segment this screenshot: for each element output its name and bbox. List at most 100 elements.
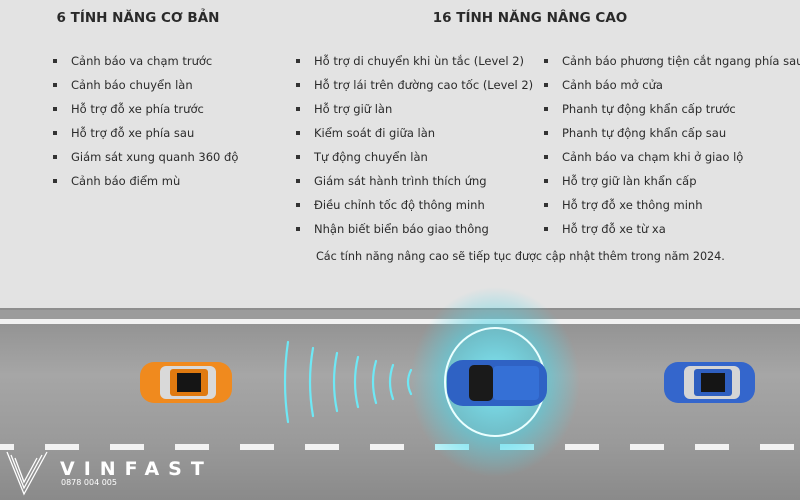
list-item: Giám sát hành trình thích ứng [296,173,533,197]
list-item: Cảnh báo mở cửa [544,77,800,101]
radar-wave [332,351,339,413]
orange-car [140,362,232,403]
list-item: Cảnh báo chuyển làn [53,77,238,101]
list-item: Cảnh báo điểm mù [53,173,238,197]
list-item-label: Giám sát xung quanh 360 độ [71,150,239,164]
lane-dash [240,444,274,450]
bullet-icon [296,107,300,111]
list-item-label: Hỗ trợ đỗ xe phía trước [71,102,204,116]
list-item-label: Phanh tự động khẩn cấp trước [562,102,736,116]
list-item-label: Hỗ trợ giữ làn khẩn cấp [562,174,697,188]
bullet-icon [53,107,57,111]
lane-dash [305,444,339,450]
list-item-label: Cảnh báo mở cửa [562,78,663,92]
lane-dash [45,444,79,450]
advanced-features-note: Các tính năng nâng cao sẽ tiếp tục được … [316,250,725,263]
list-item-label: Tự động chuyển làn [314,150,428,164]
lane-dash [695,444,729,450]
bullet-icon [296,131,300,135]
phone-number: 0878 004 005 [61,478,117,487]
bullet-icon [296,203,300,207]
list-item: Hỗ trợ đỗ xe phía sau [53,125,238,149]
advanced-features-title: 16 TÍNH NĂNG NÂNG CAO [432,10,628,26]
radar-wave [283,340,290,424]
advanced-features-list-1: Hỗ trợ di chuyển khi ùn tắc (Level 2) Hỗ … [296,53,533,245]
bullet-icon [53,179,57,183]
radar-wave [371,359,378,405]
road [0,308,800,500]
list-item: Hỗ trợ giữ làn khẩn cấp [544,173,800,197]
list-item-label: Cảnh báo va chạm trước [71,54,213,68]
list-item-label: Hỗ trợ đỗ xe từ xa [562,222,666,236]
basic-features-title: 6 TÍNH NĂNG CƠ BẢN [56,10,220,26]
blue-ego-car [447,360,547,406]
list-item-label: Nhận biết biển báo giao thông [314,222,489,236]
list-item: Hỗ trợ đỗ xe từ xa [544,221,800,245]
road-edge-line [0,319,800,324]
vinfast-brand: VINFAST [60,458,213,480]
bullet-icon [544,227,548,231]
bullet-icon [544,203,548,207]
list-item: Nhận biết biển báo giao thông [296,221,533,245]
list-item-label: Hỗ trợ lái trên đường cao tốc (Level 2) [314,78,534,92]
bullet-icon [296,155,300,159]
list-item-label: Cảnh báo phương tiện cắt ngang phía sau [562,54,800,68]
list-item: Hỗ trợ đỗ xe phía trước [53,101,238,125]
list-item-label: Giám sát hành trình thích ứng [314,174,487,188]
list-item: Kiểm soát đi giữa làn [296,125,533,149]
list-item: Hỗ trợ di chuyển khi ùn tắc (Level 2) [296,53,533,77]
lane-dash [565,444,599,450]
bullet-icon [53,83,57,87]
lane-dashes [0,444,794,450]
bullet-icon [544,131,548,135]
lane-dash [175,444,209,450]
bullet-icon [544,155,548,159]
list-item: Giám sát xung quanh 360 độ [53,149,238,173]
radar-waves-icon [283,340,413,424]
list-item-label: Cảnh báo chuyển làn [71,78,193,92]
bullet-icon [53,59,57,63]
lane-dash [110,444,144,450]
list-item-label: Điều chỉnh tốc độ thông minh [314,198,485,212]
bullet-icon [544,107,548,111]
lane-dash [370,444,404,450]
list-item-label: Cảnh báo điểm mù [71,174,181,188]
bullet-icon [296,227,300,231]
lane-dash [760,444,794,450]
list-item: Cảnh báo va chạm khi ở giao lộ [544,149,800,173]
list-item-label: Phanh tự động khẩn cấp sau [562,126,727,140]
list-item: Phanh tự động khẩn cấp sau [544,125,800,149]
blue-car [664,362,755,403]
list-item: Cảnh báo va chạm trước [53,53,238,77]
list-item-label: Cảnh báo va chạm khi ở giao lộ [562,150,744,164]
list-item-label: Hỗ trợ đỗ xe thông minh [562,198,703,212]
bullet-icon [544,179,548,183]
radar-wave [353,355,360,409]
bullet-icon [296,83,300,87]
lane-dash [0,444,14,450]
radar-wave [308,346,315,418]
list-item: Hỗ trợ giữ làn [296,101,533,125]
list-item: Hỗ trợ lái trên đường cao tốc (Level 2) [296,77,533,101]
radar-wave [406,368,413,396]
bullet-icon [53,131,57,135]
radar-wave [388,363,395,401]
list-item: Phanh tự động khẩn cấp trước [544,101,800,125]
bullet-icon [53,155,57,159]
list-item: Điều chỉnh tốc độ thông minh [296,197,533,221]
list-item-label: Hỗ trợ di chuyển khi ùn tắc (Level 2) [314,54,525,68]
list-item: Cảnh báo phương tiện cắt ngang phía sau [544,53,800,77]
lane-dash [630,444,664,450]
list-item-label: Hỗ trợ đỗ xe phía sau [71,126,195,140]
list-item-label: Hỗ trợ giữ làn [314,102,393,116]
list-item: Tự động chuyển làn [296,149,533,173]
bullet-icon [544,59,548,63]
vinfast-logo-icon [6,451,48,496]
bullet-icon [296,179,300,183]
list-item-label: Kiểm soát đi giữa làn [314,126,436,140]
bullet-icon [544,83,548,87]
road-shoulder [0,310,800,319]
